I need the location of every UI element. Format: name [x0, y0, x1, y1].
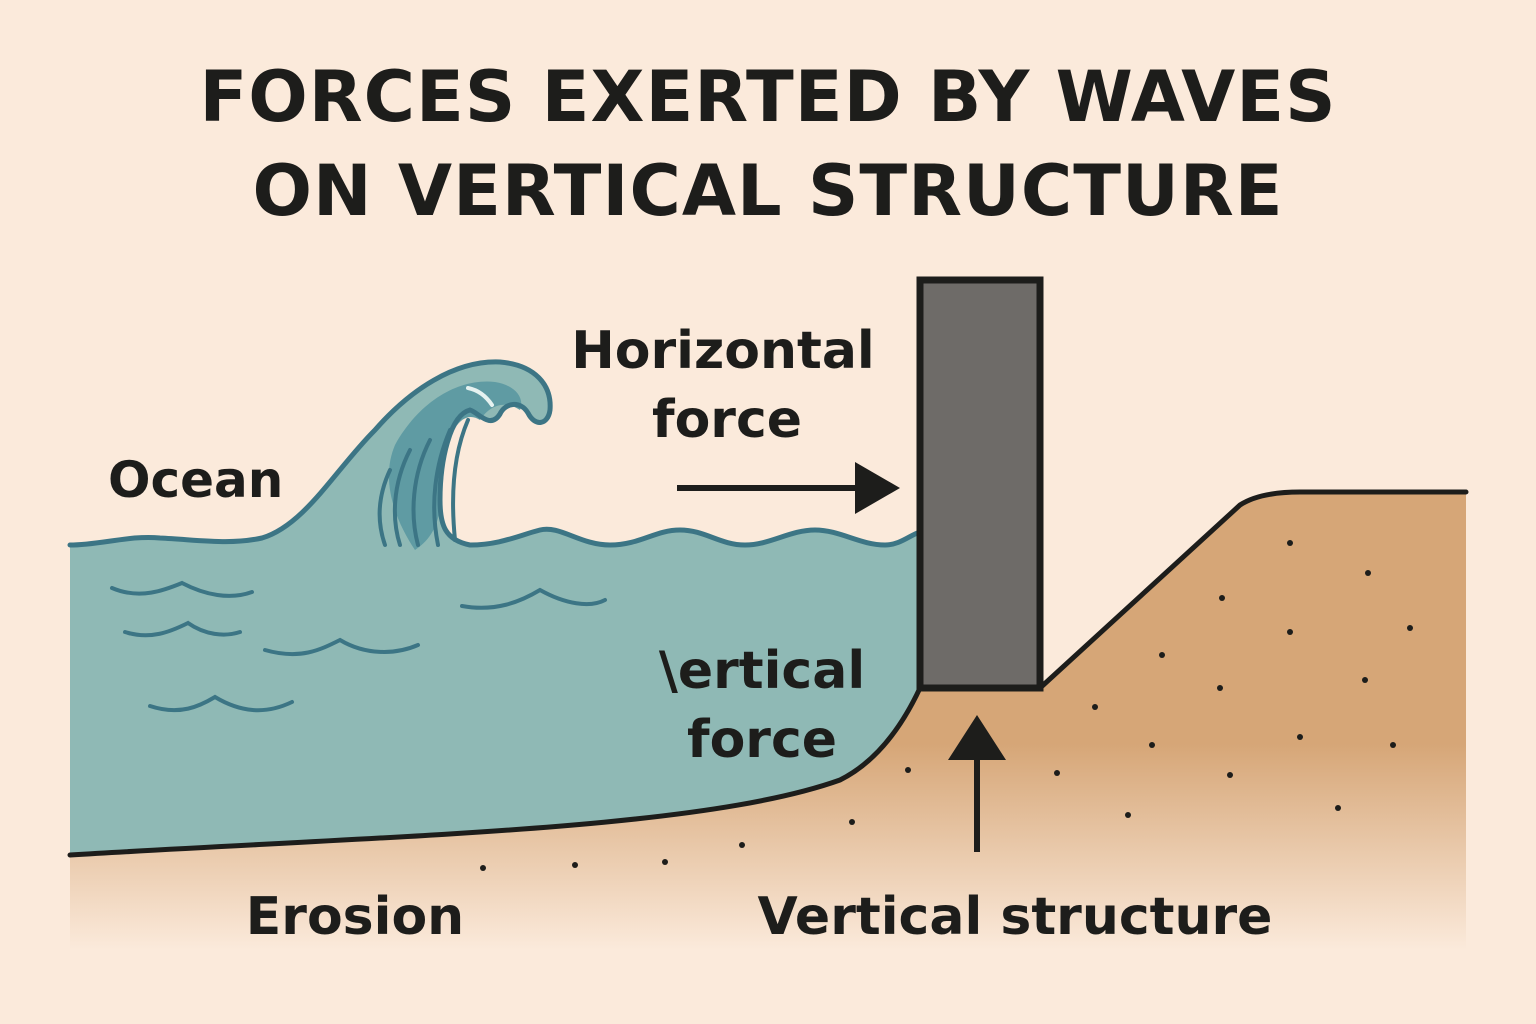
diagram-title: FORCES EXERTED BY WAVES ON VERTICAL STRU… [0, 50, 1536, 238]
erosion-label: Erosion [246, 887, 464, 947]
ocean-label: Ocean [108, 451, 283, 509]
vertical-force-arrow [948, 715, 1006, 852]
wave-highlight [466, 386, 494, 407]
vertical-force-label-line-2: force [687, 710, 837, 770]
vertical-structure-label: Vertical structure [758, 887, 1273, 947]
title-line-2: ON VERTICAL STRUCTURE [252, 150, 1284, 232]
horizontal-force-label-line-2: force [652, 390, 802, 450]
sand-ground [70, 492, 1466, 950]
title-line-1: FORCES EXERTED BY WAVES [199, 56, 1337, 138]
wave-curl-lines [377, 418, 470, 547]
seabed-outline [67, 685, 923, 858]
water-surface-line [67, 359, 923, 548]
horizontal-force-arrow [677, 462, 900, 514]
sand-grains [480, 540, 1413, 871]
water-ripples [110, 580, 607, 713]
horizontal-force-label-line-1: Horizontal [571, 321, 875, 381]
embankment-outline [1037, 489, 1469, 691]
vertical-structure-wall [916, 276, 1044, 692]
vertical-force-label-line-1: \ertical [659, 641, 865, 701]
wave-curl-inner [388, 381, 522, 550]
